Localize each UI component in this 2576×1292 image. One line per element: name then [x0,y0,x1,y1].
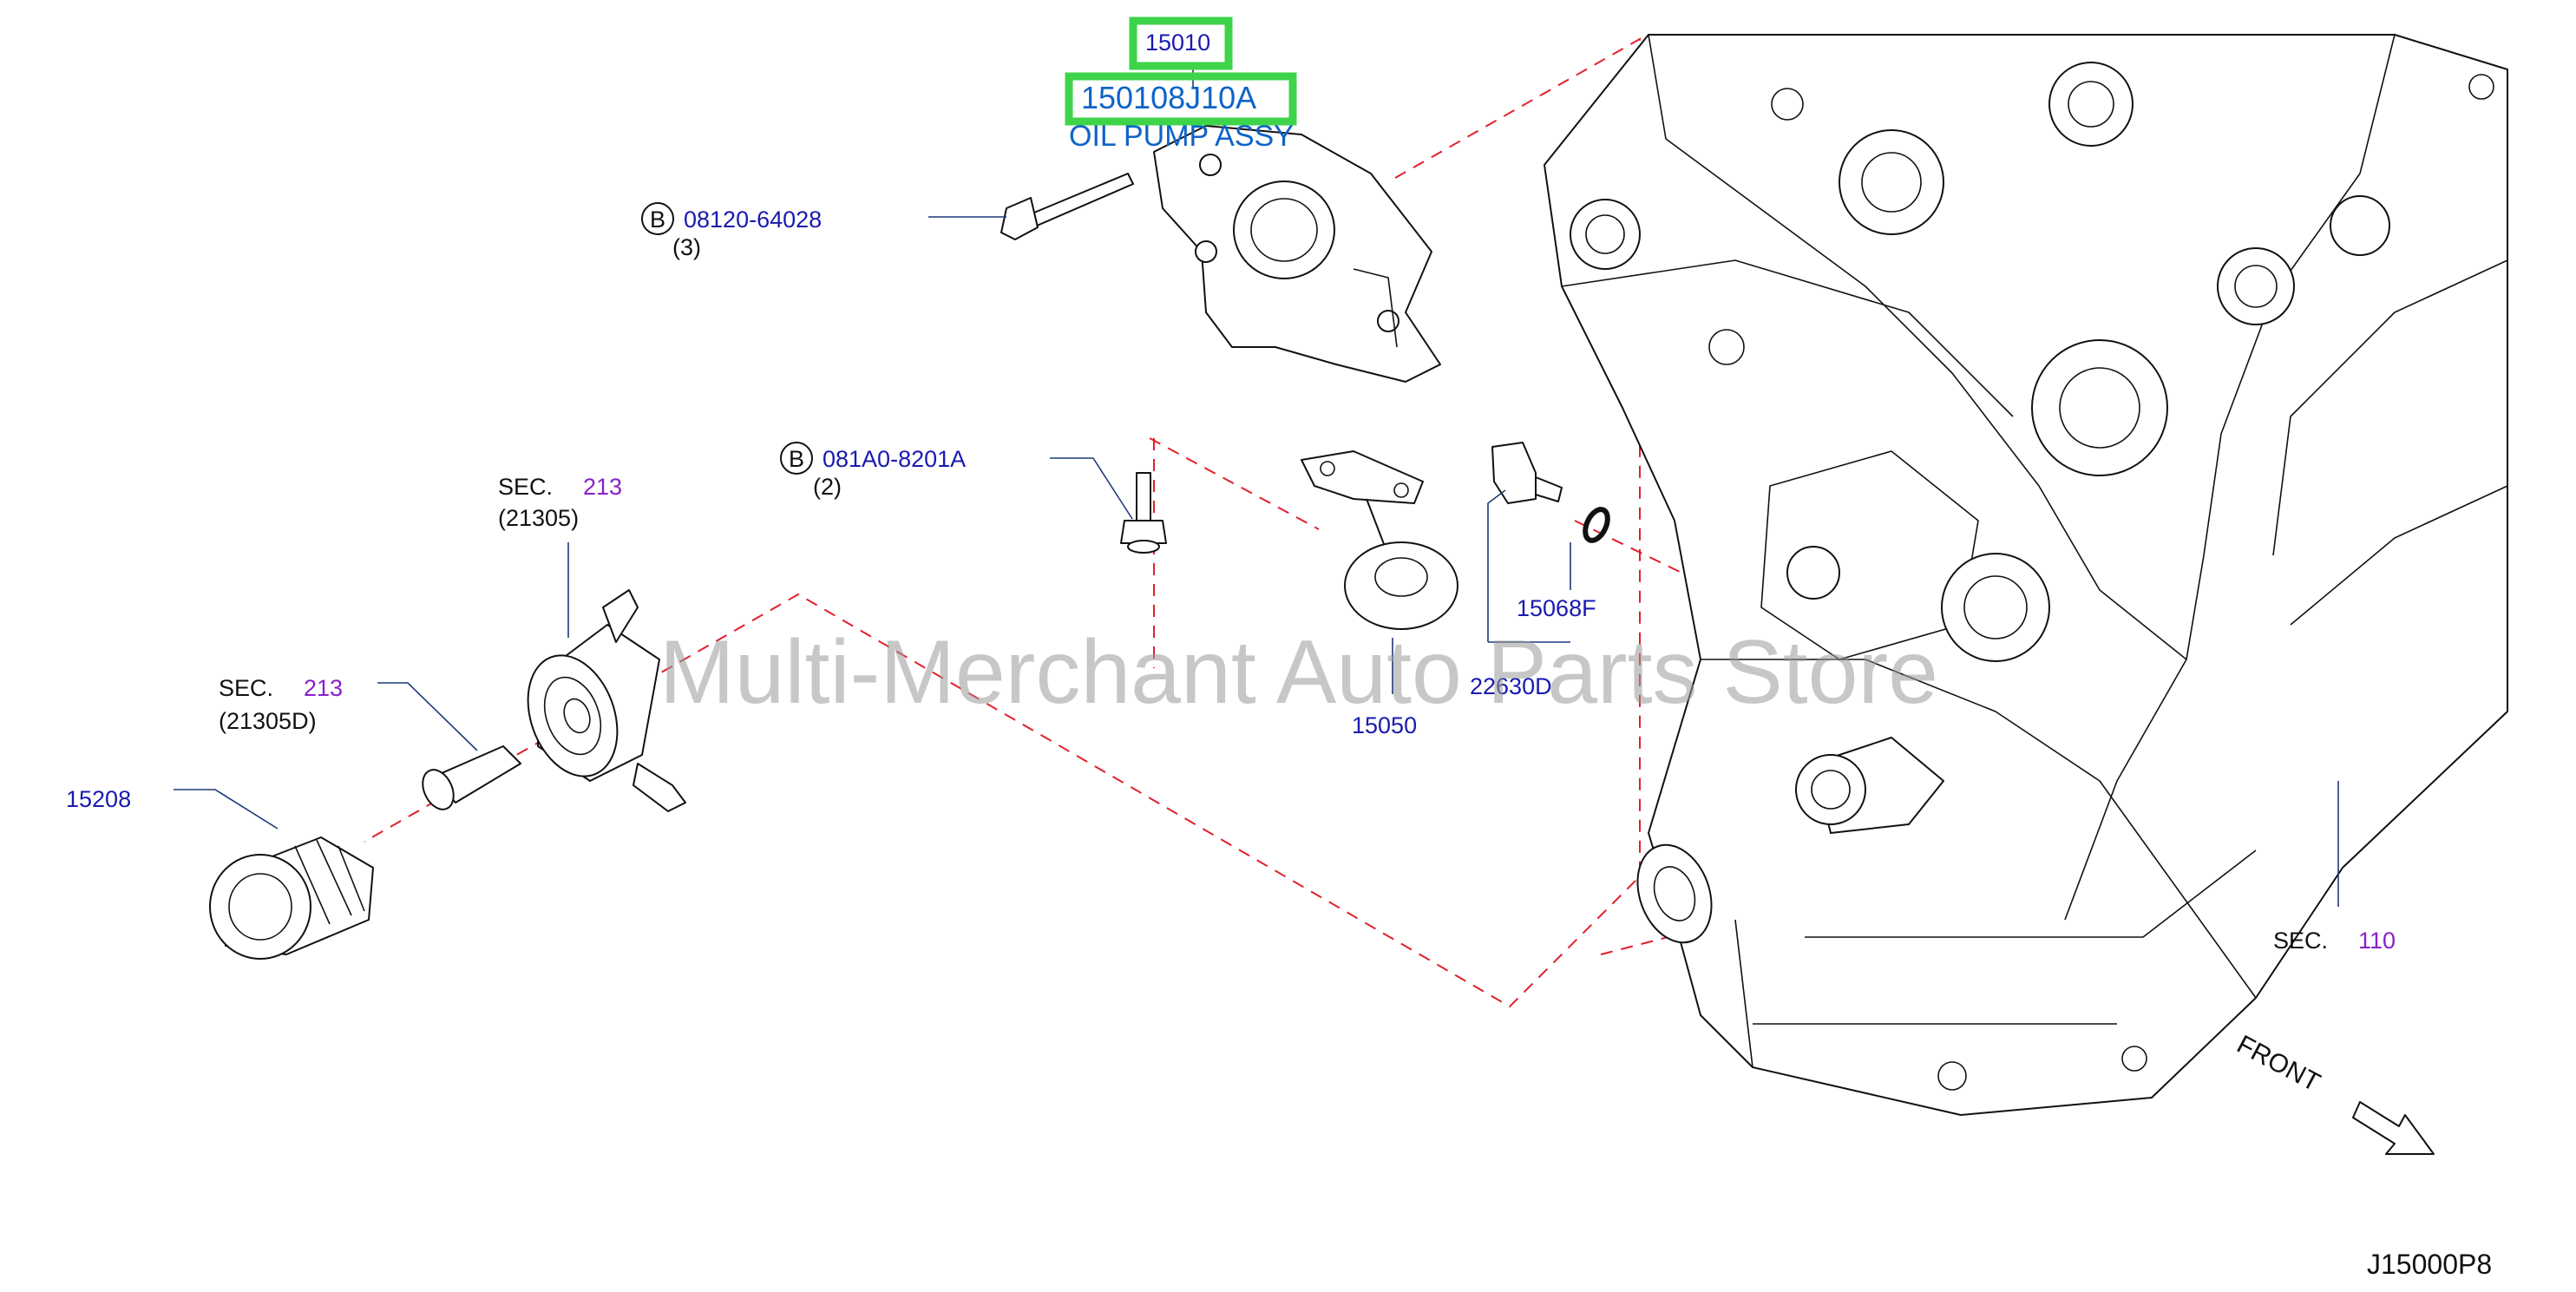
oil-filter-icon [209,836,374,960]
filter-part[interactable]: 15208 [66,786,131,812]
bolt-1-circle-letter: B [650,207,665,233]
engine-block-icon [1544,34,2508,1116]
bolt-2-circle-letter: B [789,446,804,472]
o-ring-icon [1583,507,1610,543]
sec-213-b-num[interactable]: 213 [304,675,343,701]
sec-213-a-sub: (21305) [498,505,579,531]
bolt-icon [1120,472,1167,554]
strainer-part[interactable]: 15050 [1352,712,1417,738]
front-label: FRONT [2232,1030,2325,1098]
callout-part-name: OIL PUMP ASSY [1069,120,1294,153]
sec-213-a-prefix: SEC. [498,474,553,500]
sensor-part[interactable]: 22630D [1470,673,1552,699]
bolt-2-circle-icon [780,442,813,475]
bolt-1-part[interactable]: 08120-64028 [684,207,822,233]
bolt-2-qty: (2) [813,474,842,500]
connector-icon [422,745,521,810]
strainer-icon [1301,450,1458,630]
bolt-1-circle-icon [641,202,674,235]
callout-part-main[interactable]: 150108J10A [1081,80,1256,115]
oil-cooler-icon [527,589,686,812]
drawing-code: J15000P8 [2367,1249,2492,1280]
callout-part-top[interactable]: 15010 [1145,30,1210,56]
bolt-1-qty: (3) [672,234,701,260]
watermark: Multi-Merchant Auto Parts Store [659,622,1938,723]
sec-213-a-num[interactable]: 213 [583,474,622,500]
sensor-icon [1491,442,1563,504]
sec-213-b-prefix: SEC. [219,675,273,701]
sec-110-num[interactable]: 110 [2358,928,2396,954]
callout-highlight [1065,72,1297,126]
sec-213-b-sub: (21305D) [219,708,317,734]
bolt-icon [1000,173,1134,240]
oil-pump-icon [1153,125,1441,383]
front-arrow-icon [2352,1101,2435,1155]
leader-lines [174,62,2339,907]
bolt-2-part[interactable]: 081A0-8201A [823,446,966,472]
sec-110-prefix: SEC. [2273,928,2328,954]
callout-highlight [1129,16,1233,70]
o-ring-part[interactable]: 15068F [1517,595,1596,621]
